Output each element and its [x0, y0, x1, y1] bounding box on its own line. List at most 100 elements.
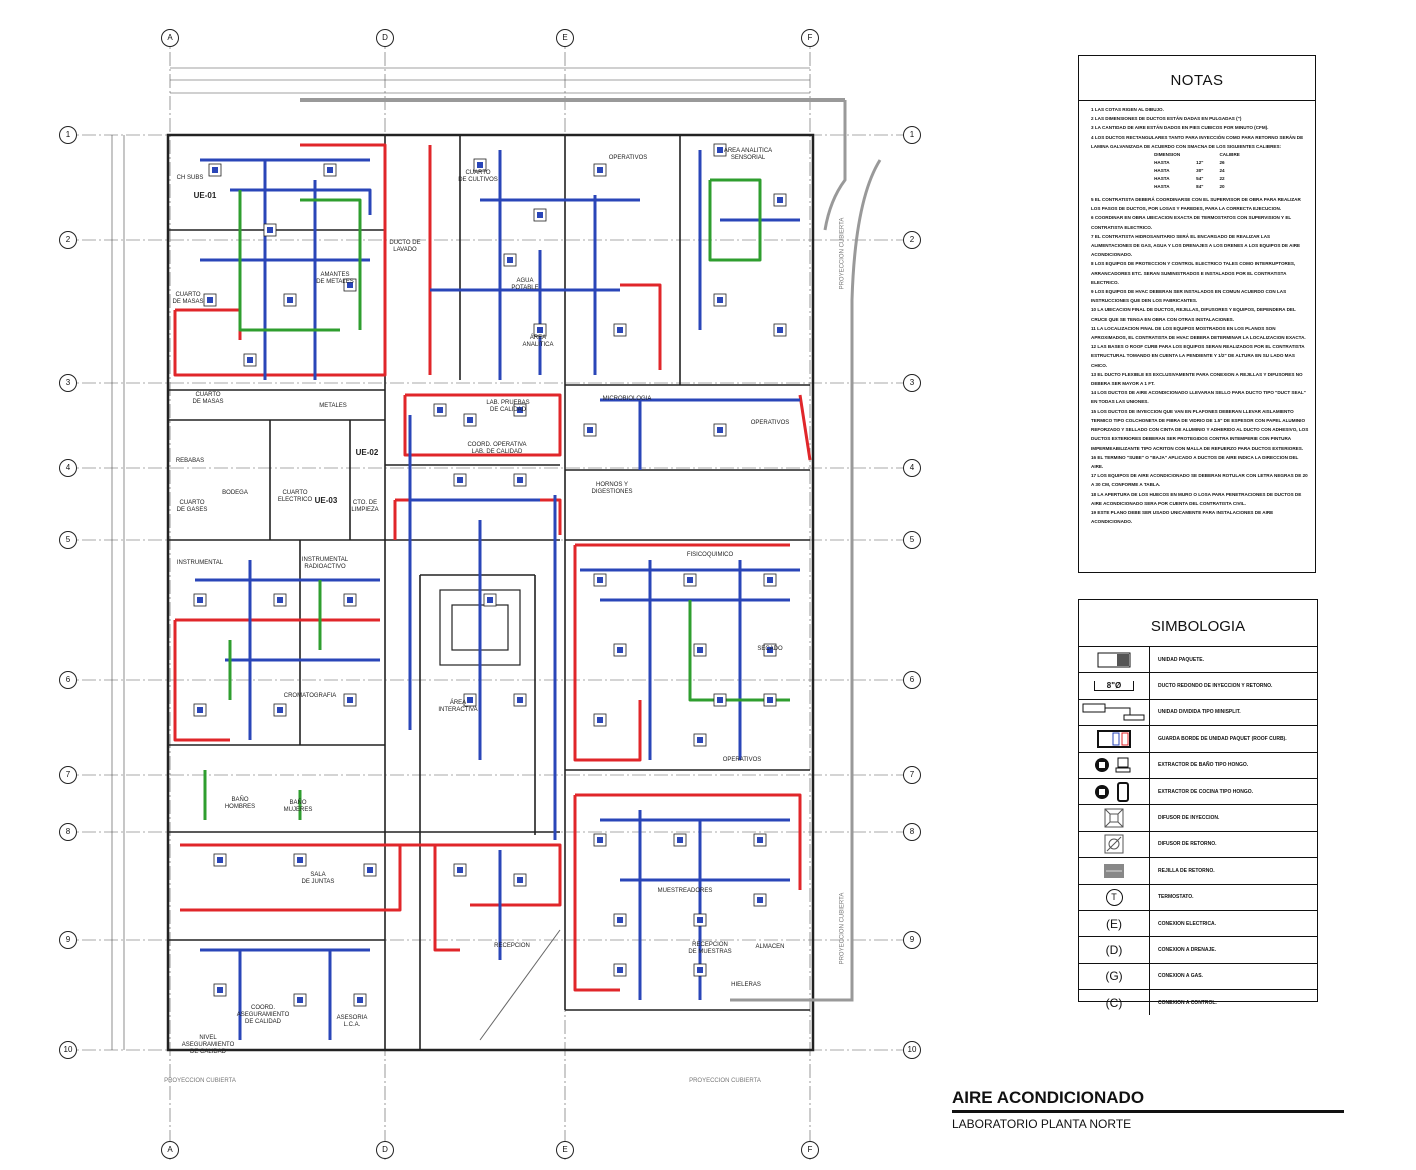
room-label: REBABAS [175, 458, 205, 464]
legend-symbol: (C) [1105, 995, 1123, 1010]
legend-symbol: 8"Ø [1093, 681, 1135, 692]
legend-symbol: (E) [1106, 916, 1122, 931]
grid-bubble: E [556, 29, 574, 47]
room-label: HORNOS Y DIGESTIONES [591, 482, 633, 495]
note-item: 3 LA CANTIDAD DE AIRE ESTÁN DADOS EN PIE… [1091, 125, 1269, 131]
room-label: AREA ANALITICA SENSORIAL [723, 148, 773, 161]
gauge-cell: 84" [1196, 184, 1204, 190]
gauge-header: DIMENSION [1154, 152, 1181, 158]
supply-diffuser-icon [457, 867, 463, 873]
room-label: DUCTO DE LAVADO [389, 240, 421, 253]
grid-bubble: 8 [59, 823, 77, 841]
grid-bubble: 2 [903, 231, 921, 249]
supply-diffuser-icon [517, 477, 523, 483]
supply-diffuser-icon [347, 282, 353, 288]
grid-bubble: A [161, 1141, 179, 1159]
supply-diffuser-icon [697, 737, 703, 743]
exterior-wall [166, 133, 815, 1052]
note-item: 11 LA LOCALIZACION FINAL DE LOS EQUIPOS … [1091, 325, 1306, 341]
return-duct [230, 188, 372, 215]
minisplit-line [708, 178, 762, 262]
room-label: UE-03 [314, 496, 338, 505]
legend-label: CONEXION A CONTROL. [1158, 999, 1217, 1006]
legend-row: (C) CONEXION A CONTROL. [1079, 990, 1317, 1016]
supply-diffuser-icon [597, 167, 603, 173]
supply-diffuser-icon [517, 407, 523, 413]
grid-bubble: 7 [903, 766, 921, 784]
grid-bubble: 8 [903, 823, 921, 841]
supply-diffuser-icon [777, 197, 783, 203]
supply-diffuser-icon [717, 147, 723, 153]
minisplit-line [300, 198, 362, 330]
note-item: 8 LOS EQUIPOS DE PROTECCION Y CONTROL EL… [1091, 261, 1296, 285]
supply-diffuser-icon [767, 697, 773, 703]
legend-row: UNIDAD DIVIDIDA TIPO MINISPLIT. [1079, 699, 1317, 727]
room-label: SALA DE JUNTAS [301, 872, 335, 885]
note-item: 17 LOS EQUIPOS DE AIRE ACONDICIONADO SE … [1091, 473, 1308, 488]
supply-diffuser-icon [617, 647, 623, 653]
grid-bubble: 4 [59, 459, 77, 477]
supply-diffuser-icon [287, 297, 293, 303]
legend-label: EXTRACTOR DE COCINA TIPO HONGO. [1158, 788, 1254, 795]
room-label: INSTRUMENTAL [176, 560, 224, 566]
roof-projection-label: PROYECCION CUBIERTA [839, 892, 846, 965]
grid-bubble: 6 [903, 671, 921, 689]
room-label: INSTRUMENTAL RADIOACTIVO [301, 557, 349, 570]
supply-diffuser-icon [687, 577, 693, 583]
supply-diffuser-icon [267, 227, 273, 233]
supply-diffuser-icon [717, 297, 723, 303]
room-label: BODEGA [222, 490, 248, 496]
grid-bubble: 7 [59, 766, 77, 784]
note-item: 12 LAS BASES O ROOF CURB PARA LOS EQUIPO… [1091, 344, 1305, 368]
supply-diffuser-icon [212, 167, 218, 173]
grid-bubble: 1 [59, 126, 77, 144]
note-item: 16 EL TERMINO "SUBE" O "BAJA" APLICADO A… [1091, 454, 1299, 469]
supply-duct [575, 793, 802, 890]
grid-bubble: D [376, 29, 394, 47]
room-label: CUARTO DE MASAS [172, 292, 204, 305]
room-label: LAB. PRUEBAS DE CALIDAD [486, 400, 530, 413]
supply-diffuser-icon [517, 697, 523, 703]
room-label: ÁREA INTERACTIVA [438, 700, 478, 713]
legend-label: DIFUSOR DE RETORNO. [1158, 841, 1217, 848]
supply-diffuser-icon [507, 257, 513, 263]
note-item: 15 LOS DUCTOS DE INYECCION QUE VAN EN PL… [1091, 408, 1309, 451]
room-label: MICROBIOLOGIA [602, 396, 652, 402]
legend-row: UNIDAD PAQUETE. [1079, 647, 1317, 674]
supply-diffuser-icon [437, 407, 443, 413]
supply-diffuser-icon [347, 697, 353, 703]
supply-diffuser-icon [217, 987, 223, 993]
kitchen-extractor-icon [1079, 778, 1150, 805]
legend-row: DIFUSOR DE RETORNO. [1079, 831, 1317, 859]
note-item: 4 LOS DUCTOS RECTANGULARES TANTO PARA IN… [1091, 134, 1304, 149]
supply-diffuser-icon [277, 707, 283, 713]
room-label: CUARTO DE MASAS [192, 392, 224, 405]
notes-panel: NOTAS 1 LAS COTAS RIGEN AL DIBUJO.2 LAS … [1078, 55, 1316, 573]
supply-diffuser-icon [207, 297, 213, 303]
supply-diffuser-icon [357, 997, 363, 1003]
legend-row: (D)CONEXION A DRENAJE. [1079, 937, 1317, 964]
room-label: FISICOQUIMICO [686, 552, 734, 558]
supply-diffuser-icon [757, 897, 763, 903]
legend-symbol: T [1105, 888, 1123, 906]
supply-duct [403, 393, 562, 457]
supply-diffuser-icon [457, 477, 463, 483]
supply-diffuser-icon [197, 597, 203, 603]
legend-title: SIMBOLOGIA [1079, 600, 1317, 647]
grid-bubble: 6 [59, 671, 77, 689]
legend-label: REJILLA DE RETORNO. [1158, 867, 1215, 874]
supply-diffuser-icon [467, 417, 473, 423]
legend-label: CONEXION A DRENAJE. [1158, 946, 1216, 953]
supply-diffuser-icon [487, 597, 493, 603]
grid-bubble: 3 [903, 374, 921, 392]
note-item: 10 LA UBICACION FINAL DE DUCTOS, REJILLA… [1091, 307, 1296, 322]
supply-diffuser-icon [597, 717, 603, 723]
legend-row: EXTRACTOR DE COCINA TIPO HONGO. [1079, 778, 1317, 806]
supply-diffuser-icon [677, 837, 683, 843]
room-label: AMANTES DE METALES [316, 272, 354, 285]
legend-row: REJILLA DE RETORNO. [1079, 858, 1317, 885]
supply-diffuser-icon [767, 577, 773, 583]
